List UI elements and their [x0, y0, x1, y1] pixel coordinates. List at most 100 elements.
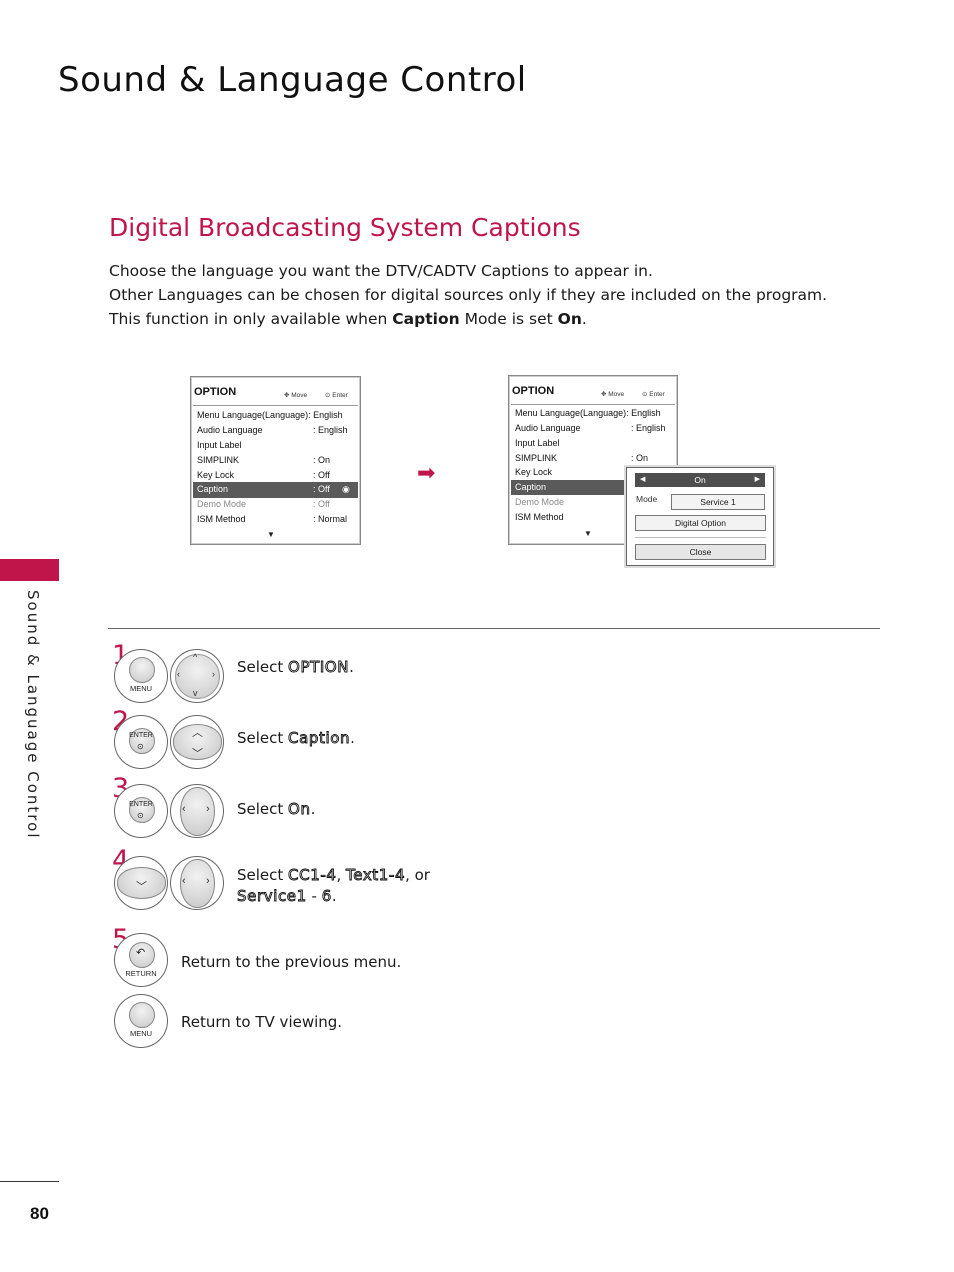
- caption-on-selector[interactable]: ◀ On ▶: [635, 473, 765, 487]
- input-label-row[interactable]: Input Label: [511, 436, 675, 451]
- row-value: : On: [631, 453, 649, 463]
- row-value: : English: [631, 423, 666, 433]
- demo-mode-row[interactable]: Demo Mode: [511, 495, 675, 510]
- row-value: : Off: [313, 470, 330, 480]
- left-arrow-icon: ‹: [182, 875, 186, 887]
- intro-line-3-prefix: This function in only available when: [109, 310, 393, 328]
- step-key: OPTION: [288, 658, 350, 677]
- step-suffix: .: [310, 800, 316, 818]
- step-separator: ,: [336, 866, 347, 884]
- enter-button[interactable]: ENTER ⊙: [115, 716, 167, 768]
- left-right-cap: [180, 787, 215, 836]
- step-key-six: 6: [321, 887, 332, 906]
- step-suffix: .: [331, 887, 337, 905]
- input-label-row[interactable]: Input Label: [193, 438, 358, 453]
- menu-button[interactable]: MENU: [115, 995, 167, 1047]
- demo-mode-row[interactable]: Demo Mode : Off: [193, 497, 358, 512]
- enter-button-label: ENTER: [129, 801, 153, 808]
- mode-value-field[interactable]: Service 1: [671, 494, 765, 510]
- enter-target-icon: ◉: [342, 484, 350, 494]
- left-arrow-icon: ‹: [182, 803, 186, 815]
- return-button-cap: [129, 942, 155, 968]
- key-lock-row[interactable]: Key Lock: Off: [193, 468, 358, 483]
- key-lock-row[interactable]: Key Lock: [511, 465, 675, 480]
- caption-row-selected[interactable]: Caption: Off◉: [193, 482, 358, 498]
- navigation-pad[interactable]: ^ v ‹ ›: [171, 650, 223, 702]
- step-5-instruction: Return to the previous menu.: [181, 953, 402, 971]
- close-button[interactable]: Close: [635, 544, 766, 560]
- arrow-right-icon: ➡: [417, 460, 436, 485]
- osd-header: OPTION ✥ Move ⊙ Enter: [191, 377, 360, 405]
- up-arrow-icon: ︿: [192, 727, 203, 739]
- return-arrow-icon: ↶: [136, 947, 146, 959]
- return-button[interactable]: ↶ RETURN: [115, 934, 167, 986]
- step-prefix: Select: [237, 866, 289, 884]
- step-suffix: .: [349, 658, 354, 676]
- osd-separator: [193, 405, 358, 406]
- enter-hint: ⊙ Enter: [325, 392, 348, 399]
- osd-title: OPTION: [194, 386, 237, 398]
- simplink-row[interactable]: SIMPLINK: On: [511, 451, 675, 466]
- menu-button-label: MENU: [129, 1029, 153, 1038]
- osd-header: OPTION ✥ Move ⊙ Enter: [509, 376, 677, 404]
- right-arrow-icon: ›: [206, 803, 210, 815]
- move-hint-label: Move: [291, 392, 308, 399]
- down-arrow-icon: ﹀: [192, 748, 203, 760]
- footer-rule: [0, 1181, 59, 1182]
- menu-button[interactable]: MENU: [115, 650, 167, 702]
- digital-option-button[interactable]: Digital Option: [635, 515, 766, 531]
- return-button-label: RETURN: [125, 969, 157, 978]
- audio-language-row[interactable]: Audio Language : English: [511, 421, 675, 436]
- mode-label: Mode: [636, 494, 658, 504]
- row-label: Audio Language: [515, 423, 581, 433]
- right-arrow-icon[interactable]: ▶: [754, 476, 760, 483]
- left-right-cap: [180, 859, 215, 908]
- step-prefix: Select: [237, 658, 289, 676]
- enter-hint-label: Enter: [332, 392, 348, 399]
- step-4-instruction-line-2: Service1 - 6.: [237, 887, 337, 906]
- up-arrow-icon: ^: [193, 652, 198, 662]
- enter-button-cap: [129, 728, 155, 754]
- intro-line-3-mid: Mode is set: [459, 310, 558, 328]
- menu-language-row[interactable]: Menu Language(Language): English: [193, 408, 358, 423]
- down-button[interactable]: ﹀: [115, 857, 167, 909]
- ism-method-row[interactable]: ISM Method: [511, 510, 675, 525]
- row-value: : Off: [313, 499, 330, 509]
- enter-hint-label: Enter: [649, 391, 665, 398]
- sidebar-label-text: Sound & Language Control: [24, 590, 42, 840]
- step-separator: , or: [405, 866, 430, 884]
- row-value: : English: [313, 425, 348, 435]
- scroll-down-icon[interactable]: ▼: [584, 529, 592, 538]
- up-down-cap: [173, 724, 222, 760]
- enter-button-cap: [129, 797, 155, 823]
- step-separator: -: [306, 887, 322, 905]
- row-value: : Off: [313, 484, 330, 494]
- row-label: Demo Mode: [197, 499, 247, 509]
- popup-divider: [635, 537, 766, 538]
- sidebar-tab: [0, 559, 59, 581]
- row-label: Demo Mode: [515, 497, 565, 507]
- intro-caption-term: Caption: [392, 310, 460, 328]
- step-key: Caption: [288, 729, 351, 748]
- right-arrow-icon: ›: [212, 669, 215, 679]
- move-hint: ✥ Move: [284, 392, 308, 399]
- intro-line-3-suffix: .: [581, 310, 587, 328]
- menu-language-row[interactable]: Menu Language(Language): English: [511, 406, 675, 421]
- enter-dot-icon: ⊙: [137, 811, 144, 820]
- step-key-text: Text1-4: [346, 866, 406, 885]
- row-label: Caption: [515, 482, 547, 492]
- down-button-cap: [117, 867, 166, 899]
- left-arrow-icon[interactable]: ◀: [640, 476, 646, 483]
- ism-method-row[interactable]: ISM Method: Normal: [193, 512, 358, 527]
- left-right-button[interactable]: ‹ ›: [171, 785, 223, 837]
- intro-on-term: On: [557, 310, 582, 328]
- simplink-row[interactable]: SIMPLINK: On: [193, 453, 358, 468]
- scroll-down-icon[interactable]: ▼: [267, 530, 275, 539]
- audio-language-row[interactable]: Audio Language: English: [193, 423, 358, 438]
- enter-hint: ⊙ Enter: [642, 391, 665, 398]
- enter-button[interactable]: ENTER ⊙: [115, 785, 167, 837]
- option-menu-screen-before: OPTION ✥ Move ⊙ Enter Menu Language(Lang…: [190, 376, 361, 545]
- left-right-button[interactable]: ‹ ›: [171, 857, 223, 909]
- intro-line-2: Other Languages can be chosen for digita…: [109, 286, 828, 304]
- up-down-button[interactable]: ︿ ﹀: [171, 716, 223, 768]
